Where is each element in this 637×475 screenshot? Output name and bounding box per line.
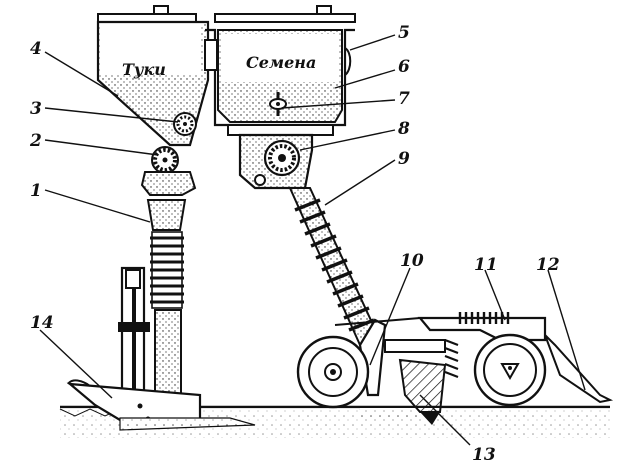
seed-tube [288,187,382,347]
callout-8: 8 [397,119,410,139]
callout-10: 10 [400,251,424,271]
callout-4: 4 [30,39,42,59]
fertilizer-coulter [66,266,256,431]
callout-11: 11 [474,255,498,275]
callout-13: 13 [472,445,496,465]
covering-tine [544,334,614,404]
callout-7: 7 [398,89,410,109]
fertilizer-label: Туки [122,60,166,79]
front-wheel [296,335,370,409]
fertilizer-tube [140,171,197,401]
rear-wheel [473,333,547,407]
callout-3: 3 [30,99,42,119]
seeds-label: Семена [246,53,316,72]
leader-lines [39,34,586,446]
seed-meter [238,133,314,190]
callout-numbers: 1 2 3 4 5 6 7 8 9 10 11 12 13 14 [29,23,560,465]
agitator-7 [269,92,287,116]
sprocket-2 [151,146,179,174]
callout-1: 1 [30,181,42,201]
sprocket-3 [173,112,197,136]
callout-14: 14 [30,313,54,333]
callout-2: 2 [29,131,42,151]
callout-9: 9 [398,149,410,169]
callout-5: 5 [398,23,410,43]
callout-12: 12 [536,255,560,275]
seed-hopper: Семена [204,5,356,136]
callout-6: 6 [398,57,410,77]
